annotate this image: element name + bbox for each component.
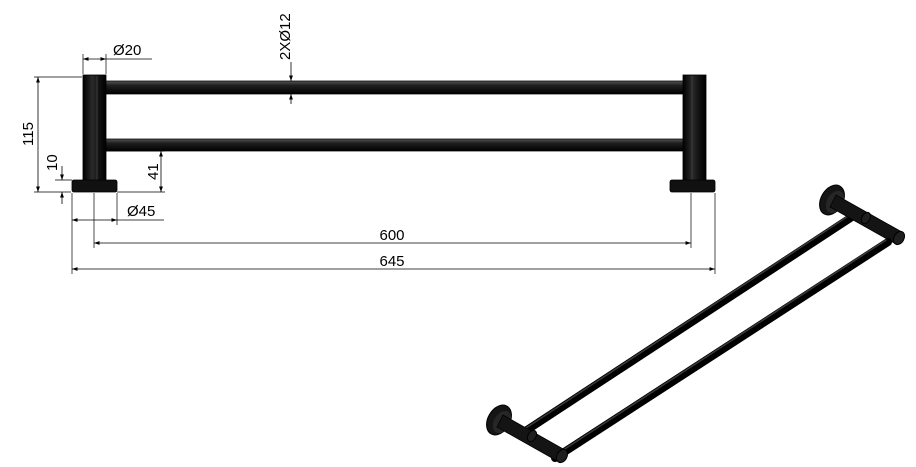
rail-span-label: 600 — [379, 227, 404, 244]
right-post — [682, 74, 707, 183]
base-diameter-label: Ø45 — [127, 203, 155, 220]
post-diameter-label: Ø20 — [113, 42, 141, 59]
left-post — [82, 74, 107, 183]
right-base — [669, 179, 716, 193]
base-diameter-dim: Ø45 — [71, 193, 164, 274]
base-height-dim: 10 — [44, 154, 72, 204]
overall-length-dim: 645 — [72, 253, 715, 271]
overall-length-label: 645 — [379, 253, 404, 270]
upper-rail — [99, 80, 691, 95]
base-height-label: 10 — [44, 154, 61, 171]
front-elevation — [71, 74, 716, 193]
dimensions: 2XØ12 Ø20 115 10 41 — [20, 13, 716, 274]
lower-rail-height-label: 41 — [145, 163, 162, 180]
rail-diameter-dim: 2XØ12 — [277, 13, 294, 104]
rail-diameter-label: 2XØ12 — [277, 13, 294, 60]
rail-span-dim: 600 — [94, 227, 691, 245]
total-height-dim: 115 — [20, 76, 82, 193]
lower-rail-height-dim: 41 — [106, 150, 165, 193]
lower-rail — [99, 138, 691, 152]
total-height-label: 115 — [20, 122, 37, 146]
post-diameter-dim: Ø20 — [82, 42, 152, 74]
isometric-view — [486, 184, 906, 464]
left-base — [71, 179, 118, 193]
